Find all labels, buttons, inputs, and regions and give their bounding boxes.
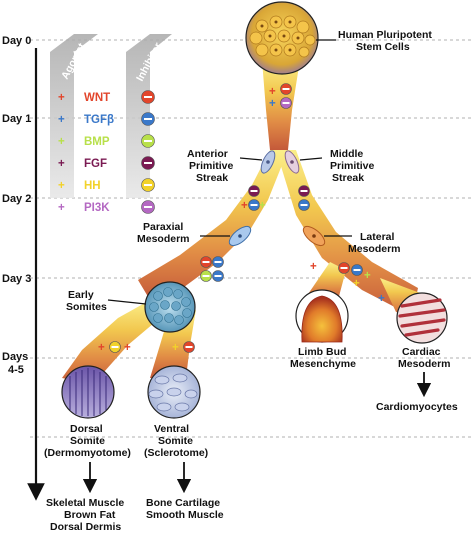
day-2-label: Day 2 [2, 193, 31, 205]
ventral-somite-image [147, 365, 201, 419]
inhibitor-minus-bar-3 [144, 162, 152, 164]
paraxial-label-1: Paraxial [143, 221, 183, 233]
limb-bud-image [295, 289, 349, 343]
dorsal-label-2: Somite [70, 435, 105, 447]
agonist-marker-6: + [259, 200, 266, 212]
inhibitor-marker-bar-21 [111, 346, 119, 348]
inhibitor-marker-bar-12 [202, 275, 210, 277]
agonist-marker-22: + [124, 342, 131, 354]
lateral-label-2: Mesoderm [348, 243, 401, 255]
legend-signal-0: WNT [84, 92, 110, 104]
agonist-plus-2: + [58, 136, 65, 148]
agonist-plus-1: + [58, 114, 65, 126]
middle-ps-label-1: Middle [330, 148, 363, 160]
inhibitor-minus-bar-5 [144, 206, 152, 208]
anterior-ps-label-2: Primitive [189, 160, 234, 172]
inhibitor-minus-bar-0 [144, 96, 152, 98]
limb-bud-label-1: Limb Bud [298, 346, 346, 358]
ventral-product-1: Bone Cartilage [146, 497, 220, 509]
inhibitor-marker-bar-8 [300, 190, 308, 192]
cardiac-mesoderm-image [396, 292, 448, 344]
agonist-marker-14: + [310, 261, 317, 273]
cardiac-label-1: Cardiac [402, 346, 441, 358]
inhibitor-marker-bar-1 [282, 88, 290, 90]
inhibitor-marker-bar-24 [185, 346, 193, 348]
dorsal-product-1: Skeletal Muscle [46, 497, 124, 509]
inhibitor-marker-bar-16 [353, 269, 361, 271]
inhibitor-marker-bar-5 [250, 204, 258, 206]
inhibitor-minus-bar-4 [144, 184, 152, 186]
anterior-ps-label-3: Streak [196, 172, 228, 184]
legend-signal-4: HH [84, 180, 101, 192]
lineage-streams [62, 60, 440, 385]
ventral-label-3: (Sclerotome) [144, 447, 208, 459]
dorsal-somite-image [61, 365, 115, 419]
ventral-label-2: Somite [158, 435, 193, 447]
inhibitor-marker-bar-3 [282, 102, 290, 104]
early-somites-label-1: Early [68, 289, 94, 301]
agonist-plus-0: + [58, 92, 65, 104]
day-45-label-line1: Days [2, 351, 28, 363]
hpsc-label-line2: Stem Cells [356, 41, 410, 53]
hpsc-cell-image [245, 1, 319, 75]
inhibitor-marker-bar-9 [300, 204, 308, 206]
agonist-marker-19: + [378, 293, 385, 305]
agonist-plus-5: + [58, 202, 65, 214]
lateral-mesoderm-cell [302, 225, 326, 247]
legend-signal-1: TGFβ [84, 114, 114, 126]
agonist-marker-2: + [269, 98, 276, 110]
limb-bud-label-2: Mesenchyme [290, 358, 356, 370]
agonist-marker-0: + [269, 86, 276, 98]
middle-ps-label-2: Primitive [330, 160, 375, 172]
inhibitor-marker-bar-10 [202, 261, 210, 263]
inhibitor-minus-bar-1 [144, 118, 152, 120]
hpsc-label-line1: Human Pluripotent [338, 29, 432, 41]
cardiomyocytes-label: Cardiomyocytes [376, 401, 458, 413]
agonist-marker-7: + [241, 200, 248, 212]
ventral-product-2: Smooth Muscle [146, 509, 224, 521]
early-somites-image [144, 281, 196, 333]
signal-markers: +++++++++++ [98, 83, 385, 354]
day-1-label: Day 1 [2, 113, 31, 125]
inhibitor-marker-bar-13 [214, 275, 222, 277]
agonist-marker-20: + [98, 342, 105, 354]
ventral-label-1: Ventral [154, 423, 189, 435]
agonist-marker-18: + [353, 278, 360, 290]
agonist-plus-3: + [58, 158, 65, 170]
middle-ps-cell [284, 150, 300, 174]
middle-ps-label-3: Streak [332, 172, 364, 184]
dorsal-product-2: Brown Fat [64, 509, 116, 521]
agonist-marker-17: + [364, 270, 371, 282]
cardiac-label-2: Mesoderm [398, 358, 451, 370]
inhibitor-minus-bar-2 [144, 140, 152, 142]
legend-signal-3: FGF [84, 158, 107, 170]
agonist-plus-4: + [58, 180, 65, 192]
paraxial-mesoderm-cell [228, 225, 252, 247]
legend: Agonist Inhibitor +WNT+TGFβ+BMP+FGF+HH+P… [50, 34, 172, 214]
inhibitor-marker-bar-15 [340, 267, 348, 269]
legend-signal-5: PI3K [84, 202, 110, 214]
day-45-label-line2: 4-5 [8, 364, 24, 376]
dorsal-product-3: Dorsal Dermis [50, 521, 121, 533]
anterior-ps-cell [260, 150, 276, 174]
day-0-label: Day 0 [2, 35, 31, 47]
lateral-label-1: Lateral [360, 231, 395, 243]
paraxial-label-2: Mesoderm [137, 233, 190, 245]
agonist-marker-23: + [172, 342, 179, 354]
day-3-label: Day 3 [2, 273, 31, 285]
early-somites-label-2: Somites [66, 301, 107, 313]
dorsal-label-1: Dorsal [70, 423, 103, 435]
anterior-ps-label-1: Anterior [187, 148, 228, 160]
legend-signal-2: BMP [84, 136, 110, 148]
dorsal-label-3: (Dermomyotome) [44, 447, 131, 459]
inhibitor-marker-bar-11 [214, 261, 222, 263]
inhibitor-marker-bar-4 [250, 190, 258, 192]
